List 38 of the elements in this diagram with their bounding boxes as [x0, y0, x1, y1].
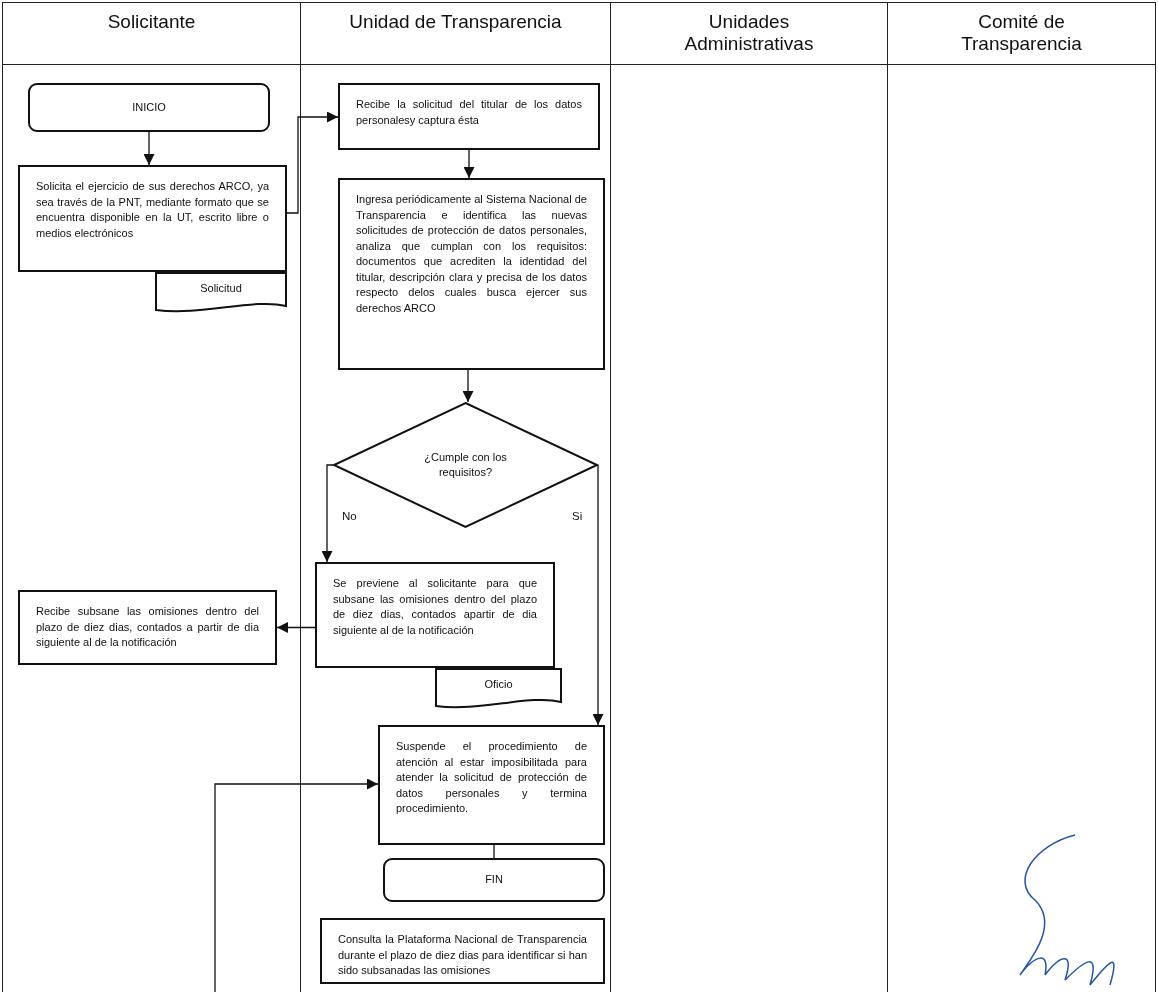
arrow — [463, 149, 475, 179]
swimlane — [887, 2, 1156, 992]
node-text: Recibe subsane las omisiones dentro del plazo de diez dias, contados a partir de dia siguiente al de la notificación — [36, 604, 259, 650]
node-text: Se previene al solicitante para que subsane las omisiones dentro del plazo de diez dias, contados apartir de dia siguiente al de la notificación — [333, 576, 537, 638]
connector-line — [493, 844, 495, 859]
arrow — [276, 622, 316, 633]
arrow — [286, 111, 339, 214]
arrow — [462, 369, 474, 403]
process-box — [18, 590, 277, 665]
node-text: Solicita el ejercicio de sus derechos ARCO, ya sea través de la PNT, mediante formato que se encuentra disponible en la UT, escrito libre o medios electrónicos — [36, 179, 269, 241]
node-text: FIN — [485, 872, 503, 888]
node-text: Recibe la solicitud del titular de los datos personalesy captura ésta — [356, 97, 582, 128]
node-text: Ingresa periódicamente al Sistema Nacional de Transparencia e identifica las nuevas solicitudes de protección de datos personales, analiza que cumplan con los requisitos: documentos que acrediten la identidad del titular, descripción clara y precisa de los datos respecto delos cuales busca ejercer sus derechos ARCO — [356, 192, 587, 316]
lane-title: Solicitante — [3, 3, 300, 65]
node-text: Consulta la Plataforma Nacional de Transparencia durante el plazo de diez dias para identificar si han sido subsanadas las omisiones — [338, 932, 587, 978]
swimlane — [610, 2, 887, 992]
edge-label: No — [340, 510, 359, 522]
arrow — [592, 464, 604, 726]
node-text: ¿Cumple con los requisitos? — [423, 449, 508, 480]
lane-title: Comité de Transparencia — [888, 3, 1155, 65]
terminator-box — [383, 858, 605, 902]
edge-label: Si — [570, 510, 585, 522]
node-text: Solicitud — [200, 281, 242, 297]
swimlane — [2, 2, 300, 992]
arrow — [143, 131, 155, 166]
lane-title: Unidades Administrativas — [611, 3, 887, 65]
process-box — [320, 918, 605, 984]
process-box — [338, 83, 600, 150]
process-box — [378, 725, 605, 845]
process-box — [338, 178, 605, 370]
swimlane — [300, 2, 610, 992]
node-text: Oficio — [484, 677, 513, 693]
arrow — [214, 778, 379, 992]
terminator-box — [28, 83, 270, 132]
lane-title: Unidad de Transparencia — [301, 3, 610, 65]
node-text: INICIO — [132, 99, 166, 115]
node-text: Suspende el procedimiento de atención al estar imposibilitada para atender la solicitud de protección de datos personales y termina procedimiento. — [396, 739, 587, 816]
arrow — [321, 464, 334, 563]
